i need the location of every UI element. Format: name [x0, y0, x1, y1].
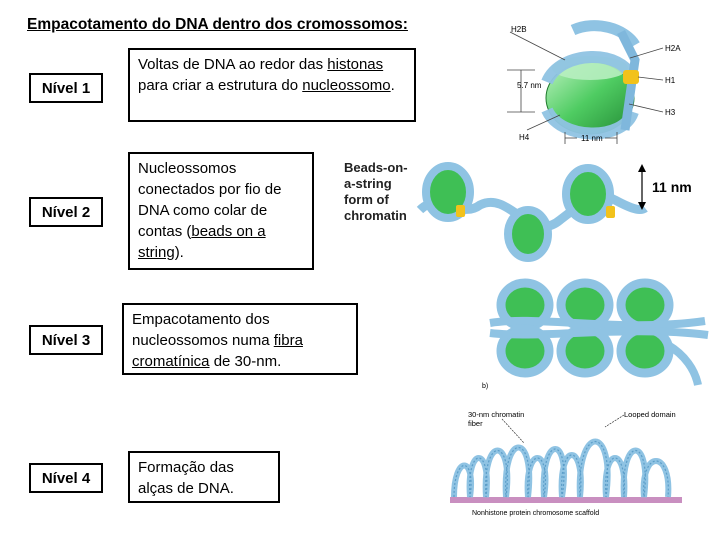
description-text: .: [390, 77, 395, 94]
level-3-description: Empacotamento dos nucleossomos numa fibr…: [122, 303, 358, 375]
description-text: Voltas de DNA ao redor das: [138, 56, 328, 73]
underlined-term: beads on a string: [138, 223, 266, 261]
beads-caption-line-4: chromatin: [344, 208, 407, 223]
fiber-panel-label: b): [482, 383, 488, 390]
description-text: Nucleossomos conectados por fio de DNA c…: [138, 160, 282, 240]
description-text: ).: [174, 244, 184, 261]
looped-domain-figure: 30-nm chromatin fiber Looped domain Nonh…: [450, 410, 682, 517]
h2a-label: H2A: [665, 44, 681, 53]
h3-label: H3: [665, 108, 676, 117]
description-text: Formação das alças de DNA.: [138, 459, 234, 497]
nucleosome-width-label: 11 nm: [581, 134, 603, 143]
level-4-description: Formação das alças de DNA.: [128, 451, 280, 503]
fiber-label-line-2: fiber: [468, 419, 483, 428]
beads-caption-line-1: Beads-on-: [344, 160, 408, 175]
nucleosome-figure: H2B H2A H1 H3 H4 5.7 nm 11 nm: [507, 20, 681, 144]
fiber-label-line-1: 30-nm chromatin: [468, 410, 524, 419]
level-4-label: Nível 4: [29, 463, 103, 493]
bead-2: [504, 206, 552, 262]
bead-3: [562, 164, 615, 224]
description-text: de 30-nm.: [209, 353, 282, 370]
description-text: Empacotamento dos nucleossomos numa: [132, 311, 274, 349]
h2b-label: H2B: [511, 25, 527, 34]
h4-label: H4: [519, 133, 530, 142]
scaffold-label: Nonhistone protein chromosome scaffold: [472, 510, 599, 517]
looped-domain-label: Looped domain: [624, 410, 676, 419]
level-1-label: Nível 1: [29, 73, 103, 103]
underlined-term: histonas: [327, 56, 384, 73]
nucleosome-height-label: 5.7 nm: [517, 81, 542, 90]
beads-size-label: 11 nm: [652, 179, 692, 195]
beads-on-string-figure: Beads-on- a-string form of chromatin 11 …: [344, 160, 692, 262]
description-text: para criar a estrutura do: [138, 77, 303, 94]
level-3-label: Nível 3: [29, 325, 103, 355]
underlined-term: nucleossomo: [302, 77, 391, 94]
level-2-description: Nucleossomos conectados por fio de DNA c…: [128, 152, 314, 270]
chromatin-fiber-figure: b): [482, 278, 709, 390]
bead-1: [422, 162, 474, 222]
underlined-term: fibra cromatínica: [132, 332, 303, 370]
beads-caption-line-2: a-string: [344, 176, 392, 191]
level-1-description: Voltas de DNA ao redor das histonas para…: [128, 48, 416, 122]
page-title: Empacotamento do DNA dentro dos cromosso…: [27, 16, 408, 33]
level-2-label: Nível 2: [29, 197, 103, 227]
chromosome-scaffold: [450, 497, 682, 503]
beads-caption-line-3: form of: [344, 192, 389, 207]
h1-label: H1: [665, 76, 676, 85]
